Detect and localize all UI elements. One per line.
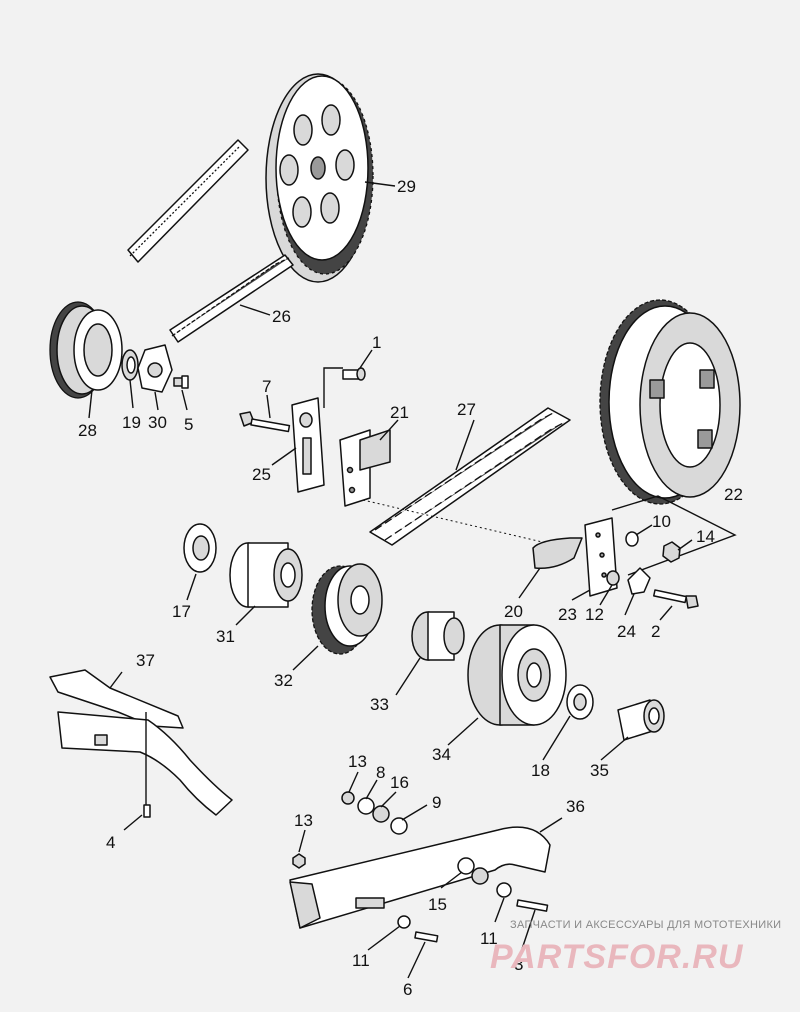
washer xyxy=(625,531,639,547)
callout-35: 35 xyxy=(590,761,609,780)
clutch-drum xyxy=(467,624,567,726)
callout-25: 25 xyxy=(252,465,271,484)
callout-18: 18 xyxy=(531,761,550,780)
watermark-logo: PARTSFOR.RU xyxy=(490,938,744,976)
double-sprocket xyxy=(311,563,383,655)
sprocket-hub xyxy=(229,542,303,608)
callout-23: 23 xyxy=(558,605,577,624)
callout-8: 8 xyxy=(376,763,385,782)
callout-33: 33 xyxy=(370,695,389,714)
callout-16: 16 xyxy=(390,773,409,792)
callout-31: 31 xyxy=(216,627,235,646)
rear-sprocket xyxy=(599,299,741,505)
callout-34: 34 xyxy=(432,745,451,764)
callout-32: 32 xyxy=(274,671,293,690)
callout-19: 19 xyxy=(122,413,141,432)
callout-13-left: 13 xyxy=(294,811,313,830)
thrust-washer xyxy=(566,684,594,720)
callout-7: 7 xyxy=(262,377,271,396)
callout-15: 15 xyxy=(428,895,447,914)
callout-17: 17 xyxy=(172,602,191,621)
watermark: ЗАПЧАСТИ И АКСЕССУАРЫ ДЛЯ МОТОТЕХНИКИ PA… xyxy=(490,919,781,976)
pulley-washer xyxy=(121,349,139,381)
chain-guard xyxy=(49,669,233,816)
callout-30: 30 xyxy=(148,413,167,432)
callout-12: 12 xyxy=(585,605,604,624)
rear-belt-pulley xyxy=(265,73,374,283)
adjuster-bracket xyxy=(291,397,325,493)
callout-22: 22 xyxy=(724,485,743,504)
callout-36: 36 xyxy=(566,797,585,816)
cover-washers xyxy=(397,857,512,929)
callout-37: 37 xyxy=(136,651,155,670)
callout-24: 24 xyxy=(617,622,636,641)
splined-hub xyxy=(411,611,465,661)
callout-6: 6 xyxy=(403,980,412,999)
lock-washer xyxy=(606,570,620,586)
leader-lines xyxy=(88,181,693,979)
swingarm-cover xyxy=(289,826,551,929)
drive-belt xyxy=(169,254,294,343)
spacer-washer xyxy=(183,523,217,573)
adjuster-bolt xyxy=(239,411,291,433)
guard-screw xyxy=(143,804,151,818)
adjuster-screw xyxy=(342,367,366,381)
callout-4: 4 xyxy=(106,833,115,852)
drive-chain xyxy=(369,407,571,546)
nut xyxy=(662,541,681,563)
callout-14: 14 xyxy=(696,527,715,546)
drive-belt-upper xyxy=(127,139,249,263)
chain-slider xyxy=(532,537,583,570)
callout-11-left: 11 xyxy=(352,951,370,970)
slider-bolt xyxy=(653,589,699,609)
callout-21: 21 xyxy=(390,403,409,422)
cover-bolts xyxy=(414,899,549,943)
callout-29: 29 xyxy=(397,177,416,196)
callout-3: 3 xyxy=(514,955,523,974)
flanged-bushing xyxy=(617,699,665,741)
lock-tab xyxy=(627,567,651,595)
callout-5: 5 xyxy=(184,415,193,434)
callout-13-top: 13 xyxy=(348,752,367,771)
callout-26: 26 xyxy=(272,307,291,326)
cover-spacers xyxy=(341,791,408,835)
callout-20: 20 xyxy=(504,602,523,621)
cover-nut xyxy=(292,853,306,869)
callout-28: 28 xyxy=(78,421,97,440)
callout-2: 2 xyxy=(651,622,660,641)
callout-9: 9 xyxy=(432,793,441,812)
watermark-tagline: ЗАПЧАСТИ И АКСЕССУАРЫ ДЛЯ МОТОТЕХНИКИ xyxy=(510,919,781,931)
callout-1: 1 xyxy=(372,333,381,352)
callout-10: 10 xyxy=(652,512,671,531)
callout-numbers: 1 2 3 4 5 6 7 8 9 10 11 11 12 13 13 14 1… xyxy=(78,177,743,999)
lock-plate-screw xyxy=(173,375,189,389)
callout-27: 27 xyxy=(457,400,476,419)
mounting-block xyxy=(339,429,391,507)
callout-11-right: 11 xyxy=(480,929,498,948)
lock-plate xyxy=(137,344,173,393)
front-belt-pulley xyxy=(49,301,123,399)
